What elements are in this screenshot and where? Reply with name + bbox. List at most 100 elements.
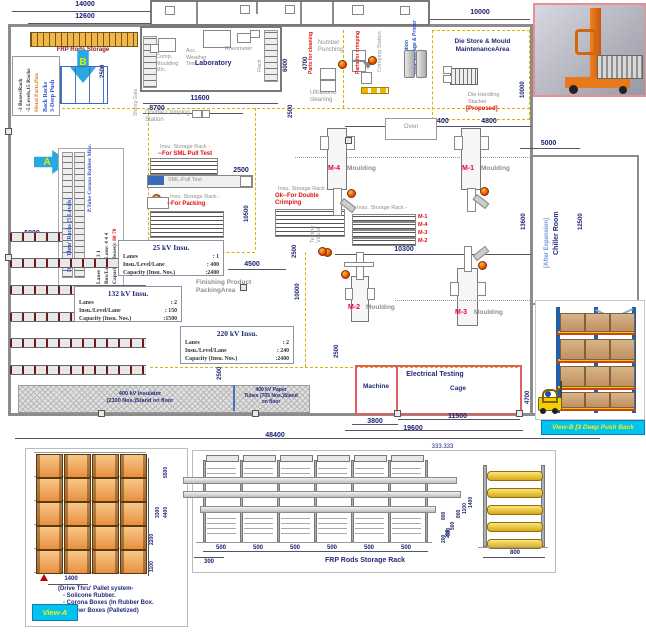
rack-note-box [12, 56, 60, 116]
pallet-box [120, 478, 147, 502]
carton-box [585, 366, 610, 387]
crimping-station-label: Crimping Station [377, 31, 383, 72]
kv132-row: Lanes: 2 [79, 299, 177, 307]
die-stacker-icon [443, 75, 452, 83]
dim-4500: 4500 [244, 261, 260, 268]
pallet-box [64, 478, 91, 502]
rack-shelf [244, 464, 273, 474]
row-value: :1500 [163, 316, 177, 323]
column-marker [5, 128, 12, 135]
furniture [400, 6, 410, 15]
rack-upright [425, 460, 428, 542]
for-packing-label: --For Packing [167, 201, 206, 207]
pallet-box [36, 502, 63, 526]
dim-500: 500 [363, 545, 374, 551]
dim-19600: 19600 [403, 425, 423, 432]
dim-8700: 8700 [149, 105, 165, 112]
finishing-product-label: Finishing Product [196, 279, 252, 286]
rack-beam [556, 409, 636, 411]
row-label: Insu./Level/Lane [79, 308, 121, 315]
floor-storage-area [18, 385, 310, 413]
row-label: Insu./Level/Lane [123, 262, 165, 269]
drive-thru-categories: P.Tube Corona Rubber Misc. [87, 143, 93, 212]
carton-box [585, 392, 610, 408]
kv25-row: Capacity (Insu. Nos.):2400 [123, 269, 219, 277]
carton-box [560, 339, 585, 360]
ground-line [196, 542, 432, 543]
m-rack-tag: M-1 [418, 214, 428, 220]
drive-thru-rack-row [10, 232, 62, 242]
frp-rod [487, 488, 543, 498]
crimping-press-icon [361, 72, 372, 84]
proposed-label: [Proposed] [466, 106, 498, 112]
dim-3300: 3300 [155, 506, 161, 518]
m-rack-tag: M-4 [418, 222, 428, 228]
forklift-operator [545, 391, 551, 397]
kv132-row: Insu./Level/Lane: 150 [79, 307, 177, 315]
dim-48400: 48400 [265, 432, 285, 439]
centerline [395, 300, 530, 301]
rack-cap [243, 455, 276, 462]
row-value: : 240 [276, 348, 289, 355]
view-a-banner-text: View-A [42, 608, 68, 617]
packing-table-icon [147, 197, 169, 209]
forklift-wheel [552, 408, 558, 414]
row-label: Capacity (Insu. Nos.) [185, 356, 238, 363]
rack-cap [206, 455, 239, 462]
m2-label: M-2 [348, 304, 361, 311]
drive-thru-rack-row [10, 365, 146, 375]
crimping-machine-icon [192, 110, 202, 118]
sml-machine-head [148, 176, 164, 185]
row-label: Insu./Level/Lane [185, 348, 227, 355]
dim-line [228, 269, 286, 270]
comp-moulding-machine-icon [158, 38, 176, 52]
kv25-row: Lanes: 1 [123, 253, 219, 261]
pallet-beam [558, 359, 634, 361]
pallet-box [120, 550, 147, 574]
push-back-rack-plan [60, 66, 108, 104]
carton-box [610, 366, 635, 387]
dim-line [345, 126, 531, 127]
room-wall [300, 2, 302, 24]
rack-cap [391, 455, 424, 462]
rack-upright [314, 460, 317, 542]
dim-500: 500 [400, 545, 411, 551]
dim-1400: 1400 [64, 576, 78, 582]
ground-line [478, 547, 548, 548]
pallet-box [92, 526, 119, 550]
frp-rod-bundle [183, 477, 457, 484]
rack-shelf [355, 516, 384, 534]
dim-800-rod-v: 800 [456, 509, 462, 518]
dim-4800: 4800 [481, 118, 497, 125]
frp-rod [487, 522, 543, 532]
rack-upright [388, 460, 391, 542]
dim-line [12, 11, 194, 12]
frp-rod-bundle [183, 491, 461, 498]
rack-shelf [318, 516, 347, 534]
dim-800-rod: 800 [509, 550, 520, 556]
machine-wing [480, 136, 489, 150]
wall-left [8, 24, 11, 416]
frp-rod [487, 471, 543, 481]
frp-rod [487, 505, 543, 515]
ultrasonic-cleaning-label: Ultrasonic cleaning [310, 90, 337, 104]
moulding-word: Moulding [481, 165, 510, 172]
dim-line [48, 584, 88, 585]
die-store-label: Die Store & Mould MaintenanceArea [454, 38, 511, 53]
dim-10000-right-v: 10000 [520, 81, 526, 98]
rack-shelf [207, 516, 236, 534]
kv220-box: 220 kV Insu. Lanes: 2 Insu./Level/Lane: … [180, 326, 294, 364]
rack-upright [277, 460, 280, 542]
dim-2500-pack: 2500 [217, 366, 223, 380]
wall-bottom [8, 413, 535, 416]
m1-label: M-1 [462, 165, 475, 172]
pallet-box [36, 526, 63, 550]
double-crimping-label: Double Crimping Station [145, 110, 190, 124]
machine-wing [450, 282, 459, 296]
die-stacker-icon [450, 68, 478, 85]
pallet-box [92, 478, 119, 502]
frp-rods-storage-strip [30, 32, 138, 47]
furniture [240, 5, 250, 14]
kv132-row: Capacity (Insu. Nos.):1500 [79, 315, 177, 323]
